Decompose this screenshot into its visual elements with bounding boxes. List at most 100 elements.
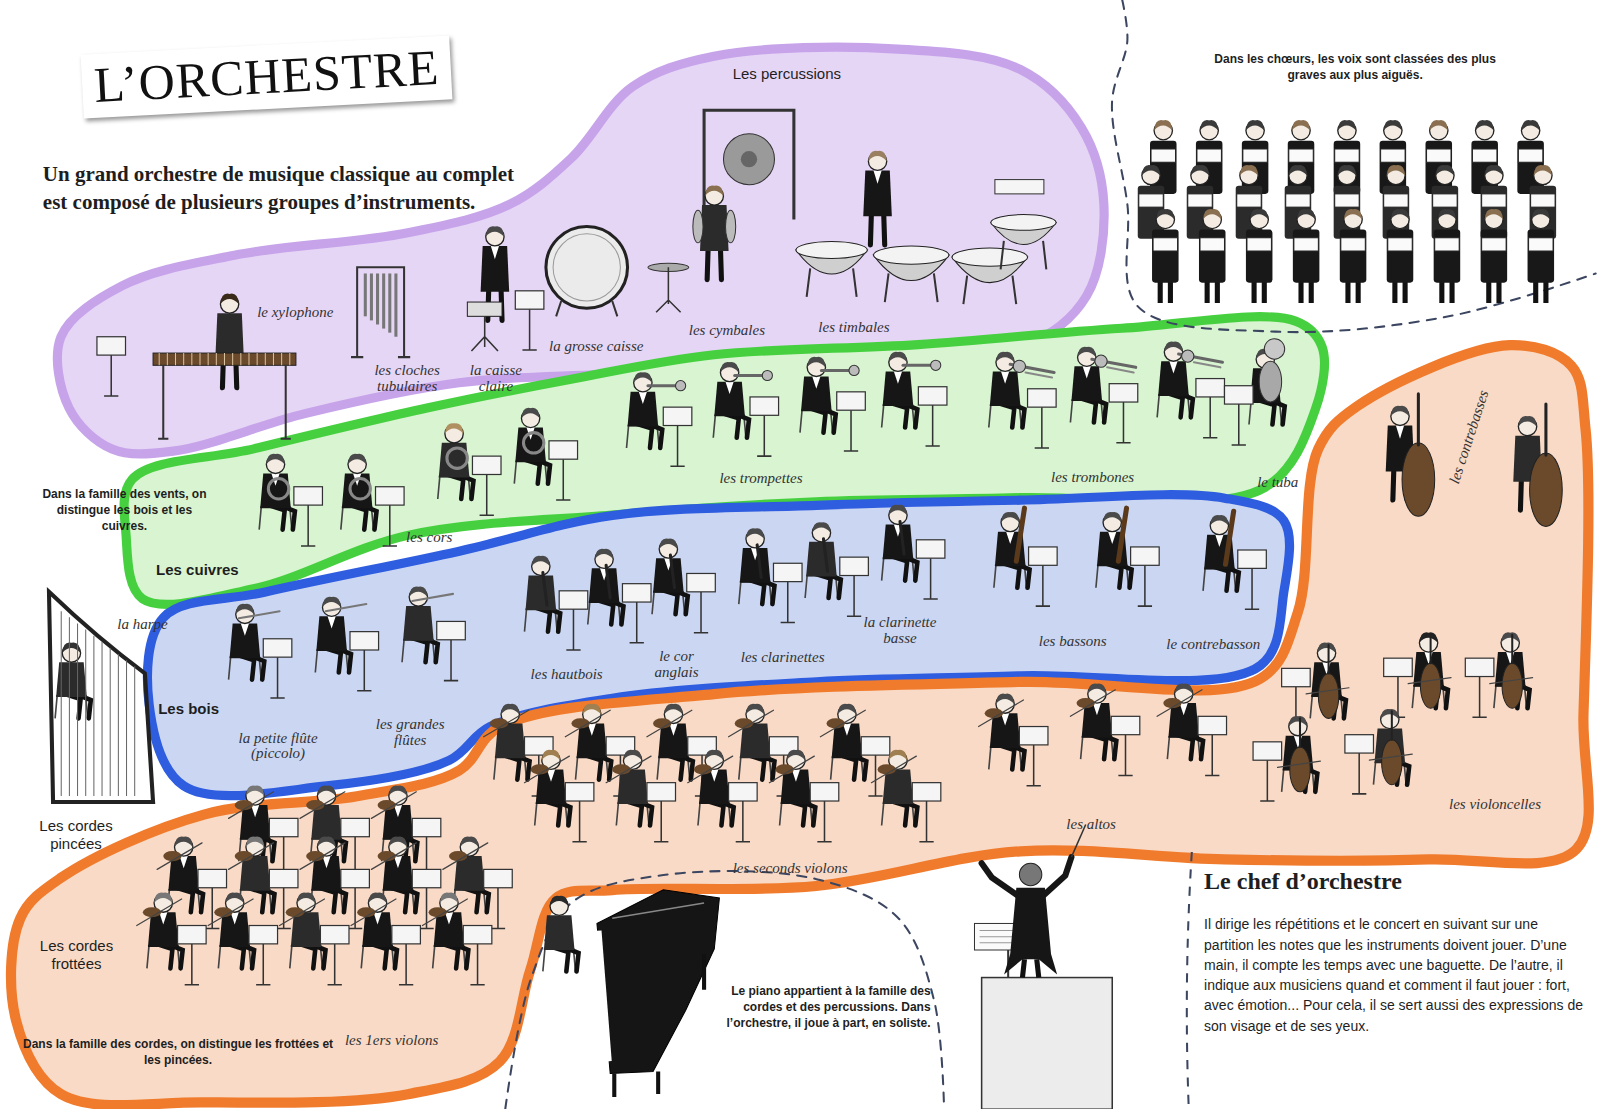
instrument-label: les cymbales bbox=[689, 322, 765, 339]
instrument-drawing bbox=[447, 448, 467, 468]
dashed-separator bbox=[1187, 852, 1192, 1109]
snare-drum bbox=[467, 302, 502, 316]
singer-figure bbox=[1383, 165, 1410, 239]
singer-figure bbox=[1530, 165, 1557, 239]
instrument-label: les cloches tubulaires bbox=[365, 363, 449, 395]
instrument-drawing bbox=[606, 565, 610, 598]
instrument-label: le tuba bbox=[1257, 474, 1298, 491]
note-text: Le chef d’orchestre bbox=[1204, 867, 1402, 896]
xylophone-key bbox=[281, 353, 282, 365]
piano-body bbox=[597, 890, 719, 1074]
instrument-label: les trombones bbox=[1051, 469, 1134, 486]
singer-figure bbox=[1481, 209, 1508, 303]
instrument-label: la petite flûte (piccolo) bbox=[230, 731, 327, 763]
xylophone-key bbox=[208, 353, 209, 365]
text-holder: Les cordes frottées bbox=[26, 937, 128, 973]
chime-tube bbox=[382, 273, 385, 328]
instrument-label: les altos bbox=[1066, 816, 1116, 833]
page-title: L’ORCHESTRE bbox=[80, 35, 452, 118]
region-outline bbox=[122, 316, 1326, 604]
text-holder: Un grand orchestre de musique classique … bbox=[43, 161, 533, 216]
piano-keys bbox=[599, 931, 609, 1062]
section-heading: Les bois bbox=[158, 700, 219, 718]
text-holder: les cloches tubulaires bbox=[365, 363, 449, 395]
mallet-rack bbox=[995, 180, 1044, 194]
section-heading: Les cordes frottées bbox=[26, 937, 128, 973]
instrument-label: les violoncelles bbox=[1449, 796, 1541, 813]
text-holder: les bassons bbox=[1039, 633, 1107, 650]
singer-figure bbox=[1432, 165, 1459, 239]
piano-lid bbox=[612, 903, 704, 918]
singer-figure bbox=[1481, 165, 1508, 239]
instrument-label: les clarinettes bbox=[741, 649, 825, 666]
text-holder: Les cuivres bbox=[156, 561, 239, 579]
piano-region: Le piano appartient à la famille des cor… bbox=[490, 872, 949, 1109]
instrument-label: le cor anglais bbox=[645, 649, 708, 681]
podium bbox=[982, 978, 1113, 1109]
region-shape bbox=[505, 871, 944, 1109]
text-holder: le contrebasson bbox=[1166, 636, 1260, 653]
text-holder: les seconds violons bbox=[733, 860, 848, 877]
xylophone-key bbox=[175, 353, 176, 365]
text-holder: Dans les chœurs, les voix sont classées … bbox=[1206, 51, 1504, 83]
singer-figure bbox=[1380, 120, 1407, 194]
xylophone-key bbox=[240, 353, 241, 365]
chime-tube bbox=[364, 273, 367, 316]
instrument-label: la clarinette basse bbox=[860, 615, 940, 647]
text-holder: la grosse caisse bbox=[549, 338, 643, 355]
instrument-drawing bbox=[823, 539, 827, 572]
singer-figure bbox=[1246, 209, 1273, 303]
instrument-drawing bbox=[523, 433, 543, 453]
xylophone-key bbox=[273, 353, 274, 365]
text-holder: le cor anglais bbox=[645, 649, 708, 681]
text-holder: le tuba bbox=[1257, 474, 1298, 491]
instrument-label: les 1ers violons bbox=[345, 1032, 438, 1049]
instrument-drawing bbox=[769, 756, 814, 783]
text-holder: les timbales bbox=[818, 319, 889, 336]
timpani-head bbox=[952, 248, 1028, 266]
xylophone-key bbox=[167, 353, 168, 365]
instrument-label: les timbales bbox=[818, 319, 889, 336]
instrument-label: le xylophone bbox=[257, 304, 333, 321]
text-holder: la harpe bbox=[117, 616, 167, 633]
text-holder: la caisse claire bbox=[464, 363, 527, 395]
text-holder: les grandes flûtes bbox=[365, 717, 455, 749]
xylophone-key bbox=[199, 353, 200, 365]
region-shape bbox=[1112, 0, 1596, 332]
text-holder: les 1ers violons bbox=[345, 1032, 438, 1049]
text-holder: les cymbales bbox=[689, 322, 765, 339]
text-holder: la petite flûte (piccolo) bbox=[230, 731, 327, 763]
bass-drum bbox=[546, 227, 628, 309]
text-holder: Les percussions bbox=[733, 65, 841, 83]
text-holder: Dans la famille des cordes, on distingue… bbox=[22, 1036, 333, 1068]
instrument-drawing bbox=[688, 756, 733, 783]
harp-string bbox=[93, 636, 94, 796]
singer-figure bbox=[1288, 120, 1315, 194]
instrument-label: les seconds violons bbox=[733, 860, 848, 877]
gong bbox=[723, 134, 774, 185]
instrument-label: la grosse caisse bbox=[549, 338, 643, 355]
xylophone-key bbox=[159, 353, 160, 365]
section-heading: Les cuivres bbox=[156, 561, 239, 579]
singer-figure bbox=[1199, 209, 1226, 303]
instrument-drawing bbox=[524, 756, 569, 783]
text-holder: Les bois bbox=[158, 700, 219, 718]
note-text: Les cordes pincées bbox=[22, 817, 129, 853]
text-holder: Dans la famille des vents, on distingue … bbox=[39, 486, 210, 535]
instrument-label: le contrebasson bbox=[1166, 636, 1260, 653]
harp-string bbox=[134, 666, 135, 796]
harp-string bbox=[102, 642, 103, 796]
section-heading: Dans les chœurs, les voix sont classées … bbox=[1206, 51, 1504, 83]
piano-legs bbox=[614, 954, 704, 1097]
xylophone-key bbox=[257, 353, 258, 365]
singer-figure bbox=[1387, 209, 1414, 303]
note-text: Dans la famille des cordes, on distingue… bbox=[22, 1036, 333, 1068]
harp-string bbox=[118, 654, 119, 796]
singer-figure bbox=[1293, 209, 1320, 303]
instrument-label: les hautbois bbox=[531, 666, 603, 683]
xylophone-key bbox=[289, 353, 290, 365]
chime-tube bbox=[376, 273, 379, 324]
text-holder: Les cordes pincées bbox=[22, 817, 129, 853]
note-text: la harpe bbox=[117, 616, 167, 633]
